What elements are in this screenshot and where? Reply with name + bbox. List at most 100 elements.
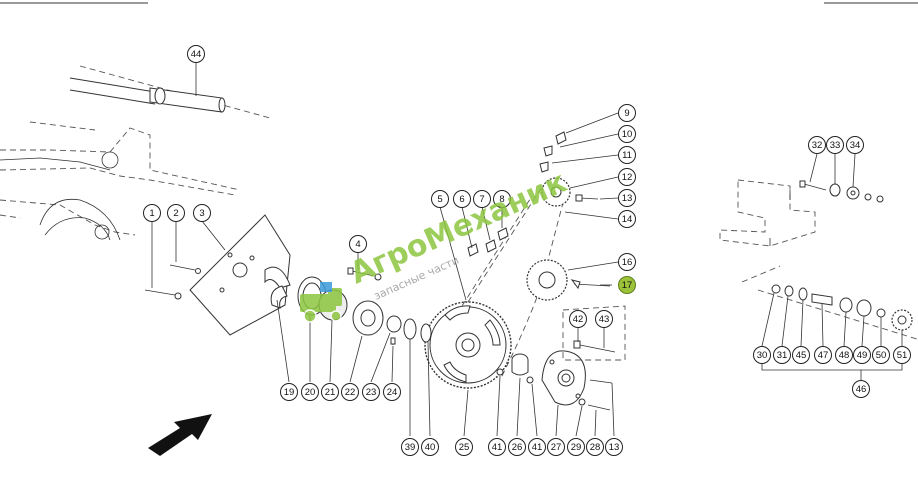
callout-c43: 43 <box>595 310 613 328</box>
leader-lines <box>151 62 619 437</box>
callout-c32: 32 <box>808 136 826 154</box>
callout-c40: 40 <box>421 438 439 456</box>
callout-label: 25 <box>459 442 470 453</box>
callout-circle <box>792 346 810 364</box>
callout-label: 44 <box>191 49 202 60</box>
callout-circle <box>401 438 419 456</box>
callout-c19: 19 <box>280 383 298 401</box>
callout-c23: 23 <box>362 383 380 401</box>
callout-circle <box>893 346 911 364</box>
callout-circle <box>569 310 587 328</box>
callout-c27: 27 <box>547 438 565 456</box>
callout-circle <box>508 438 526 456</box>
callout-circle <box>618 253 636 271</box>
callout-label: 13 <box>609 442 620 453</box>
callout-c41a: 41 <box>488 438 506 456</box>
callout-circle <box>852 380 870 398</box>
callout-label: 22 <box>345 387 356 398</box>
hub-assembly <box>496 305 626 411</box>
callout-label: 2 <box>173 208 178 219</box>
callout-c2: 2 <box>167 204 185 222</box>
callout-circle <box>618 168 636 186</box>
callout-c34: 34 <box>846 136 864 154</box>
callout-c41b: 41 <box>528 438 546 456</box>
callout-label: 4 <box>355 239 360 250</box>
watermark: АгроМеханик запасные части <box>300 165 572 323</box>
callout-circle <box>167 204 185 222</box>
callout-c50: 50 <box>872 346 890 364</box>
callout-label: 21 <box>325 387 336 398</box>
callout-circle <box>473 190 491 208</box>
callout-circle <box>349 235 367 253</box>
callout-circle <box>567 438 585 456</box>
direction-arrow <box>148 414 212 456</box>
callout-circle <box>453 190 471 208</box>
shaft-assembly <box>69 65 271 119</box>
callout-c10: 10 <box>618 125 636 143</box>
callout-label: 20 <box>305 387 316 398</box>
callout-circle <box>455 438 473 456</box>
callout-circle <box>362 383 380 401</box>
callout-label: 5 <box>437 194 442 205</box>
callout-label: 32 <box>812 140 823 151</box>
callout-c29: 29 <box>567 438 585 456</box>
callout-label: 16 <box>622 257 633 268</box>
callout-circle <box>853 346 871 364</box>
callout-c45: 45 <box>792 346 810 364</box>
callout-circle <box>618 276 636 294</box>
callout-c12: 12 <box>618 168 636 186</box>
callout-circle <box>835 346 853 364</box>
callout-circle <box>301 383 319 401</box>
callout-circle <box>618 189 636 207</box>
callout-c47: 47 <box>814 346 832 364</box>
bearing-plate <box>144 214 291 336</box>
callout-c17: 17 <box>618 276 636 294</box>
callout-label: 45 <box>796 350 807 361</box>
callout-c28: 28 <box>586 438 604 456</box>
callout-circle <box>280 383 298 401</box>
callout-c11: 11 <box>618 146 636 164</box>
callout-circle <box>383 383 401 401</box>
callout-circle <box>193 204 211 222</box>
callout-label: 43 <box>599 314 610 325</box>
tensioner-sprocket <box>526 259 611 301</box>
callout-circle <box>753 346 771 364</box>
callout-c25: 25 <box>455 438 473 456</box>
callout-circle <box>605 438 623 456</box>
callout-c16: 16 <box>618 253 636 271</box>
callout-label: 39 <box>405 442 416 453</box>
callout-c3: 3 <box>193 204 211 222</box>
callout-circle <box>773 346 791 364</box>
screw-4 <box>347 227 509 281</box>
callout-label: 46 <box>856 384 867 395</box>
callout-c1: 1 <box>143 204 161 222</box>
callout-label: 48 <box>839 350 850 361</box>
callout-circle <box>488 438 506 456</box>
callout-label: 29 <box>571 442 582 453</box>
callout-circle <box>618 210 636 228</box>
callout-circle <box>618 125 636 143</box>
callout-c6: 6 <box>453 190 471 208</box>
callout-c51: 51 <box>893 346 911 364</box>
callout-label: 1 <box>149 208 154 219</box>
callout-c30: 30 <box>753 346 771 364</box>
callout-circle <box>872 346 890 364</box>
callout-circle <box>547 438 565 456</box>
right-top-parts <box>799 180 884 203</box>
callout-c13a: 13 <box>618 189 636 207</box>
right-leader-lines <box>761 153 903 380</box>
callout-c46: 46 <box>852 380 870 398</box>
callout-label: 30 <box>757 350 768 361</box>
callout-c31: 31 <box>773 346 791 364</box>
callout-circle <box>528 438 546 456</box>
callout-label: 34 <box>850 140 861 151</box>
callout-circle <box>618 104 636 122</box>
callout-c48: 48 <box>835 346 853 364</box>
callout-circle <box>341 383 359 401</box>
right-shaft-parts <box>771 284 913 331</box>
callout-circle <box>321 383 339 401</box>
callout-label: 23 <box>366 387 377 398</box>
callout-circle <box>826 136 844 154</box>
